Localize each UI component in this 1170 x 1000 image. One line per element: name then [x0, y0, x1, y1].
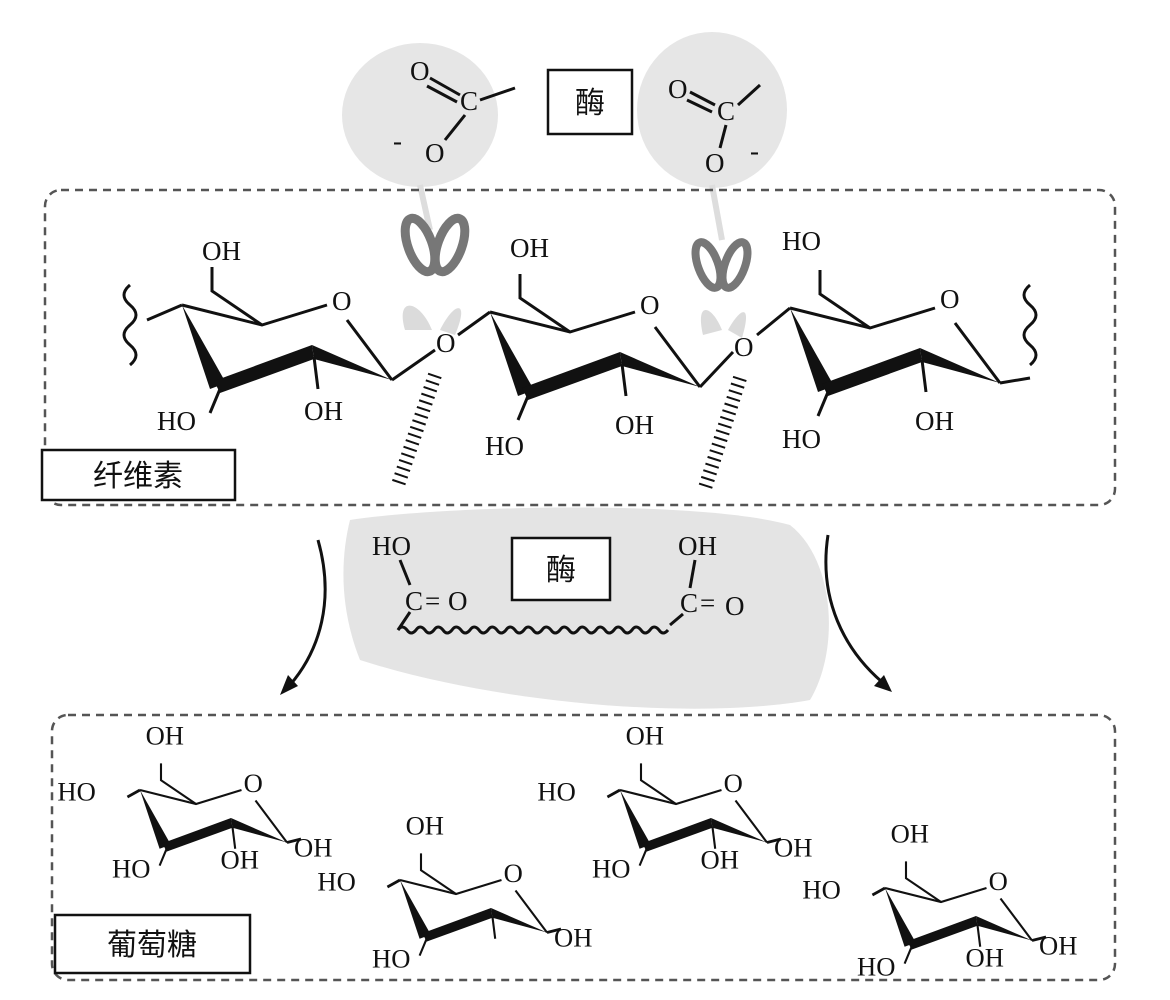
cellulose-region	[43, 188, 1117, 507]
atom-o: O	[410, 56, 430, 86]
wavy-chain-end	[1022, 283, 1038, 367]
glucose-top-label: OH	[626, 721, 664, 751]
scissors-icon	[691, 238, 752, 338]
glucose-molecule: OH HO O HO OH OH	[802, 819, 1077, 982]
enzyme-blob-bottom	[343, 507, 829, 709]
charge: -	[393, 126, 402, 156]
arrow-right	[824, 534, 883, 684]
arrow-head	[874, 675, 892, 692]
oh-label: OH	[915, 406, 954, 436]
enzyme-blob-right	[637, 32, 787, 188]
glucose-bottom-mid-label: OH	[701, 844, 739, 874]
glucose-molecule: OH HO O HO OH	[317, 811, 592, 974]
oh-label: OH	[304, 396, 343, 426]
atom-o: O	[705, 148, 725, 178]
blob-tether	[417, 184, 725, 241]
glucose-label-box	[53, 913, 252, 975]
glycosidic-o-label: O	[734, 332, 754, 362]
enzyme-label-bottom: 酶	[546, 553, 576, 588]
oh-label: OH	[615, 410, 654, 440]
atom-o: O	[425, 138, 445, 168]
glucose-label: 葡萄糖	[107, 928, 197, 963]
glucose-bottom-mid-label: OH	[966, 942, 1004, 972]
glucose-right-label: OH	[294, 833, 332, 863]
glucose-bottom-left-label: HO	[857, 952, 895, 982]
enzyme-box-top	[546, 68, 634, 136]
polymer-wavy-line	[396, 625, 670, 635]
oh-label: HO	[372, 531, 411, 561]
acetate-left: O C O -	[393, 56, 516, 168]
cellulose-label-box	[40, 448, 237, 502]
carboxylic-acid-left: HO C = O	[372, 531, 468, 631]
cellulose-unit: OH O HO OH	[485, 233, 702, 461]
ho-label: HO	[157, 406, 196, 436]
glucose-left-label: HO	[802, 875, 840, 905]
ho-label: HO	[485, 431, 524, 461]
cellulose-unit: OH O HO OH	[157, 236, 394, 436]
atom-c: C	[717, 96, 735, 126]
atom-o: O	[725, 591, 745, 621]
charge: -	[750, 136, 759, 166]
ring-o-label: O	[332, 286, 352, 316]
arrow-left	[288, 539, 327, 686]
oh-label: OH	[678, 531, 717, 561]
hashed-bond	[698, 375, 747, 491]
glucose-left-label: HO	[317, 867, 355, 897]
atom-o: O	[668, 74, 688, 104]
glucose-right-label: OH	[1039, 931, 1077, 961]
glucose-molecule: OH HO O HO OH OH	[57, 721, 332, 884]
cellulose-unit: HO O HO OH	[782, 226, 1002, 454]
glucose-top-label: OH	[406, 811, 444, 841]
wavy-chain-end	[122, 283, 138, 367]
glycosidic-o-label: O	[436, 328, 456, 358]
double-bond: =	[425, 586, 440, 616]
oh-label: OH	[510, 233, 549, 263]
glucose-left-label: HO	[537, 777, 575, 807]
glucose-right-label: OH	[554, 923, 592, 953]
ho-label: HO	[782, 424, 821, 454]
acetate-right: O C O -	[668, 74, 762, 178]
hashed-bond	[391, 372, 442, 488]
arrow-head	[280, 675, 298, 695]
glucose-ring-o-label: O	[244, 768, 263, 798]
glucose-bottom-left-label: HO	[112, 854, 150, 884]
enzyme-box-bottom	[510, 536, 612, 602]
atom-c: C	[460, 86, 478, 116]
ring-o-label: O	[940, 284, 960, 314]
glucose-molecule: OH HO O HO OH OH	[537, 721, 812, 884]
cellulose-label: 纤维素	[93, 459, 183, 494]
glucose-top-label: OH	[891, 819, 929, 849]
glucose-bottom-left-label: HO	[592, 854, 630, 884]
glucose-ring-o-label: O	[504, 858, 523, 888]
atom-c: C	[405, 586, 423, 616]
glucose-left-label: HO	[57, 777, 95, 807]
atom-c: C	[680, 588, 698, 618]
enzyme-blob-left	[342, 43, 498, 187]
glucose-right-label: OH	[774, 833, 812, 863]
glucose-ring-o-label: O	[989, 866, 1008, 896]
glucose-top-label: OH	[146, 721, 184, 751]
double-bond: =	[700, 588, 715, 618]
ring-o-label: O	[640, 290, 660, 320]
enzyme-label-top: 酶	[575, 86, 605, 121]
scissors-icon	[400, 213, 470, 335]
oh-label: OH	[202, 236, 241, 266]
atom-o: O	[448, 586, 468, 616]
ho-label: HO	[782, 226, 821, 256]
glucose-ring-o-label: O	[724, 768, 743, 798]
carboxylic-acid-right: OH C = O	[669, 531, 745, 627]
glucose-bottom-left-label: HO	[372, 944, 410, 974]
glucose-bottom-mid-label: OH	[221, 844, 259, 874]
